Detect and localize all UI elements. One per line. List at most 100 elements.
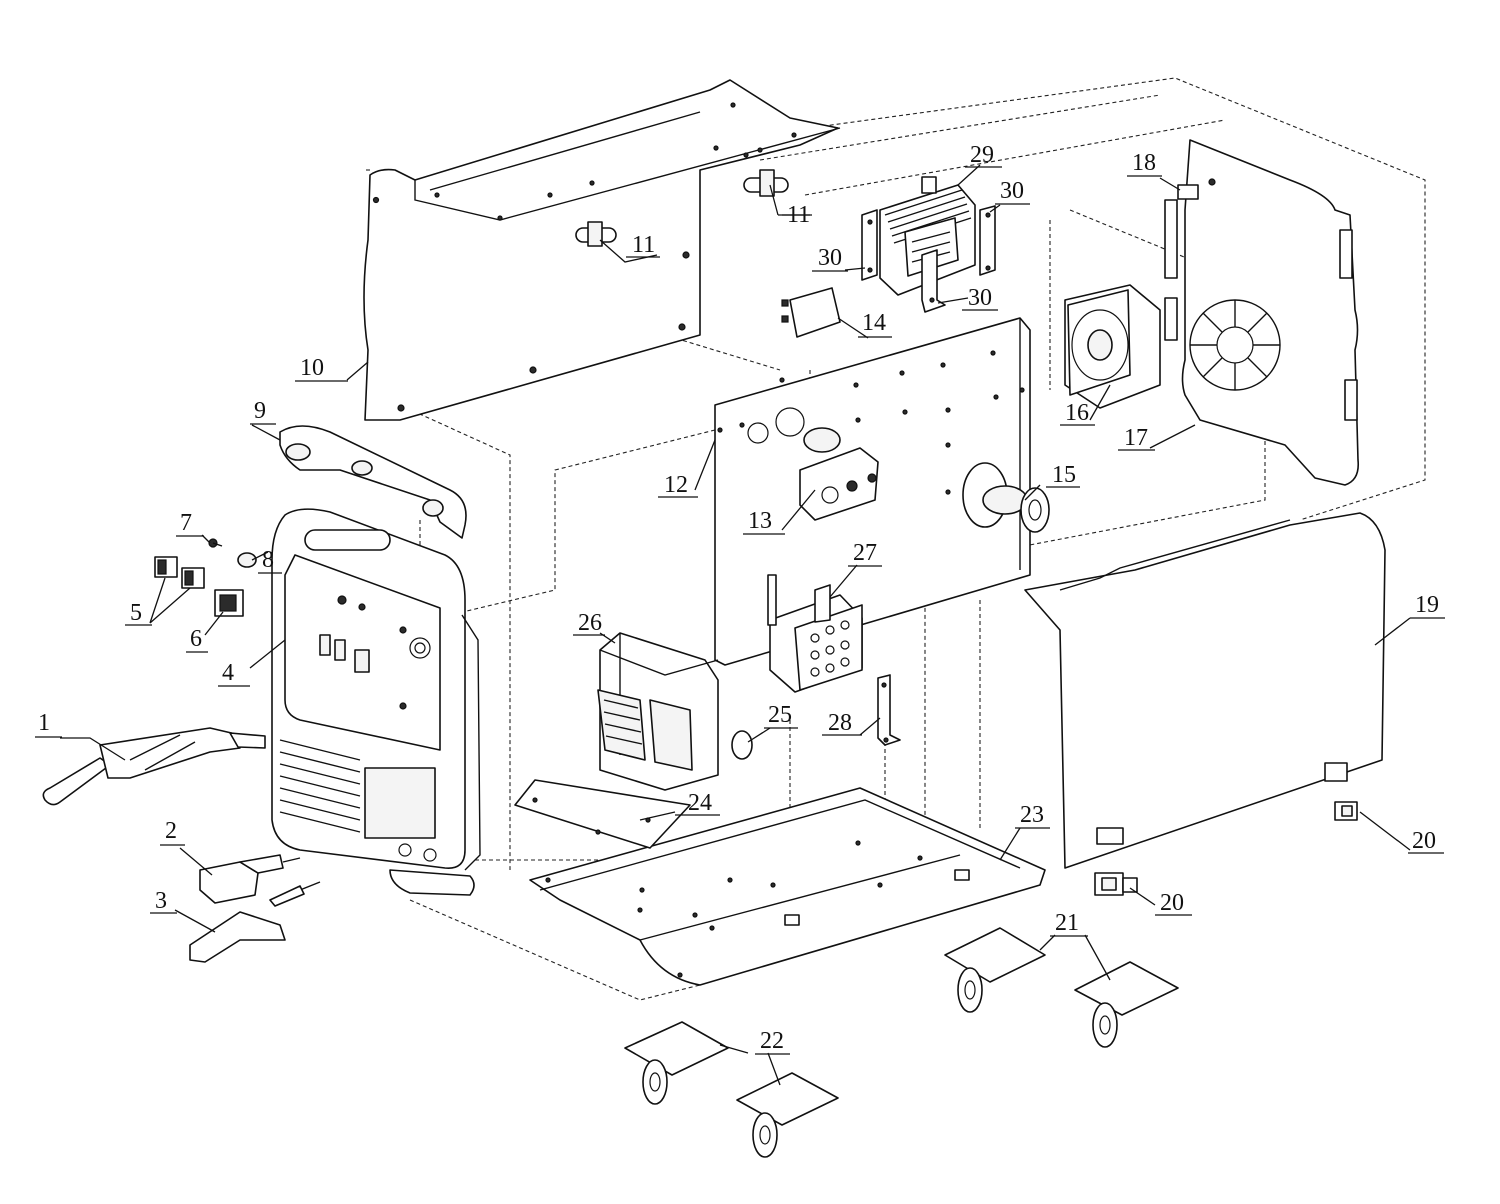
spool-holder (962, 462, 1050, 533)
callout-8: 8 (258, 547, 282, 574)
callout-12: 12 (658, 472, 698, 498)
svg-text:14: 14 (862, 310, 886, 336)
rear-panel (1164, 139, 1360, 486)
callout-5: 5 (125, 600, 152, 626)
callout-7: 7 (176, 510, 204, 537)
callout-1: 1 (35, 710, 62, 738)
callout-25: 25 (764, 702, 798, 729)
callout-2: 2 (160, 818, 185, 846)
hinge-left (575, 221, 617, 247)
svg-text:7: 7 (180, 510, 192, 536)
callout-3: 3 (150, 888, 177, 914)
transformer (597, 632, 719, 791)
callout-20a: 20 (1408, 828, 1444, 854)
callout-17: 17 (1118, 425, 1155, 451)
top-cover (363, 79, 841, 421)
svg-text:13: 13 (748, 508, 772, 534)
svg-text:25: 25 (768, 702, 792, 728)
svg-text:2: 2 (165, 818, 177, 844)
svg-text:21: 21 (1055, 910, 1079, 936)
svg-text:15: 15 (1052, 462, 1076, 488)
callout-18: 18 (1127, 150, 1162, 177)
front-wheels (624, 1021, 839, 1158)
svg-text:29: 29 (970, 142, 994, 168)
svg-text:28: 28 (828, 710, 852, 736)
callout-labels: 1 2 3 4 5 6 7 8 9 10 11 11 12 13 14 15 1… (35, 142, 1445, 1055)
svg-text:6: 6 (190, 626, 202, 652)
svg-text:20: 20 (1412, 828, 1436, 854)
screw (208, 538, 223, 548)
rear-vent-grille (1189, 299, 1281, 391)
base-plate (529, 787, 1046, 986)
rear-wheels (944, 927, 1179, 1048)
svg-text:10: 10 (300, 355, 324, 381)
latch-bottom (1094, 872, 1138, 896)
svg-text:12: 12 (664, 472, 688, 498)
callout-24: 24 (675, 790, 720, 816)
svg-text:18: 18 (1132, 150, 1156, 176)
callout-27: 27 (848, 540, 882, 567)
wire-feed-motor (799, 427, 879, 521)
svg-text:9: 9 (254, 398, 266, 424)
callout-21: 21 (1050, 910, 1088, 937)
svg-text:26: 26 (578, 610, 602, 636)
svg-text:30: 30 (818, 245, 842, 271)
callout-20b: 20 (1155, 890, 1192, 916)
cable-gland (1177, 178, 1216, 200)
callout-30b: 30 (812, 245, 848, 272)
svg-text:17: 17 (1124, 425, 1148, 451)
hinge-right (743, 169, 789, 197)
side-cover (1024, 512, 1386, 869)
callout-30c: 30 (962, 285, 998, 311)
latch-right (1334, 801, 1358, 821)
svg-text:3: 3 (155, 888, 167, 914)
bracket-left (861, 209, 878, 281)
mains-plug (199, 854, 301, 904)
power-switch (214, 589, 244, 617)
svg-text:8: 8 (262, 547, 274, 573)
torch (42, 727, 266, 806)
callout-14: 14 (858, 310, 892, 338)
svg-text:5: 5 (130, 600, 142, 626)
callout-11a: 11 (626, 232, 660, 258)
callout-13: 13 (743, 508, 785, 535)
callout-30a: 30 (995, 178, 1030, 205)
callout-4: 4 (218, 660, 250, 687)
svg-text:27: 27 (853, 540, 877, 566)
callout-15: 15 (1046, 462, 1080, 488)
svg-text:11: 11 (632, 232, 655, 258)
svg-text:4: 4 (222, 660, 234, 686)
callout-11b: 11 (782, 202, 812, 228)
svg-text:16: 16 (1065, 400, 1089, 426)
svg-text:30: 30 (968, 285, 992, 311)
svg-text:30: 30 (1000, 178, 1024, 204)
callout-22: 22 (755, 1028, 790, 1055)
callout-6: 6 (186, 626, 208, 653)
thermostat (731, 730, 753, 760)
callout-23: 23 (1015, 802, 1050, 829)
svg-text:23: 23 (1020, 802, 1044, 828)
svg-text:1: 1 (38, 710, 50, 736)
svg-text:24: 24 (688, 790, 712, 816)
front-panel (271, 508, 481, 896)
bracket-lower (921, 249, 946, 313)
svg-text:20: 20 (1160, 890, 1184, 916)
callout-29: 29 (965, 142, 1002, 168)
rocker-switches (154, 556, 205, 589)
pcb-small (781, 287, 841, 338)
callout-19: 19 (1410, 592, 1445, 619)
front-vent-grille (279, 739, 436, 839)
bracket (877, 674, 901, 746)
callout-9: 9 (250, 398, 276, 425)
fan (1064, 284, 1161, 409)
callout-28: 28 (822, 710, 862, 736)
svg-text:19: 19 (1415, 592, 1439, 618)
svg-text:22: 22 (760, 1028, 784, 1054)
handle (279, 425, 467, 539)
callout-16: 16 (1060, 400, 1095, 426)
knob (237, 552, 257, 568)
bracket-upper-right (979, 205, 996, 276)
callout-10: 10 (295, 355, 348, 382)
earth-clamp (189, 881, 321, 963)
